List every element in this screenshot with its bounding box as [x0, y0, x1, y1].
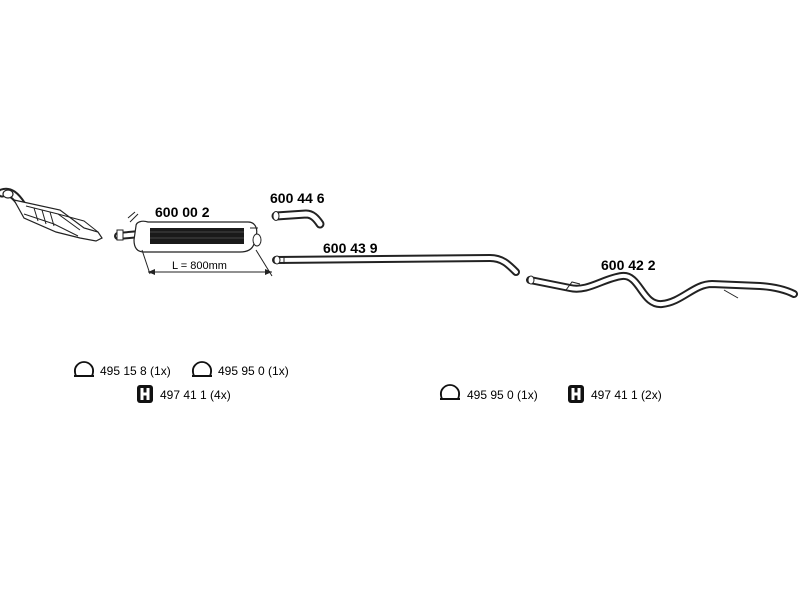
- rubber-mount-icon: [137, 385, 153, 403]
- middle-pipe-part-number: 600 43 9: [323, 240, 378, 256]
- rubber-mount-icon: [568, 385, 584, 403]
- muffler-length-label: L = 800mm: [172, 260, 227, 272]
- muffler-part-number: 600 00 2: [155, 204, 210, 220]
- clamp-icon: [440, 384, 460, 400]
- accessories-front: 495 15 8 (1x) 495 95 0 (1x) 497 41 1 (4x…: [74, 361, 289, 403]
- clamp-icon: [74, 361, 94, 377]
- accessory-label: 495 15 8 (1x): [100, 364, 171, 378]
- rear-pipe-part-number: 600 42 2: [601, 257, 656, 273]
- clamp-icon: [192, 361, 212, 377]
- accessory-label: 497 41 1 (2x): [591, 388, 662, 402]
- rear-pipe: [526, 272, 798, 308]
- front-pipe-catalytic-converter: [0, 187, 103, 242]
- connector-part-number: 600 44 6: [270, 190, 325, 206]
- accessory-label: 495 95 0 (1x): [467, 388, 538, 402]
- connector-pipe: [271, 209, 325, 229]
- accessory-label: 495 95 0 (1x): [218, 364, 289, 378]
- accessory-label: 497 41 1 (4x): [160, 388, 231, 402]
- middle-pipe: [272, 254, 520, 276]
- accessories-rear: 495 95 0 (1x) 497 41 1 (2x): [440, 384, 662, 403]
- front-muffler: [114, 211, 273, 277]
